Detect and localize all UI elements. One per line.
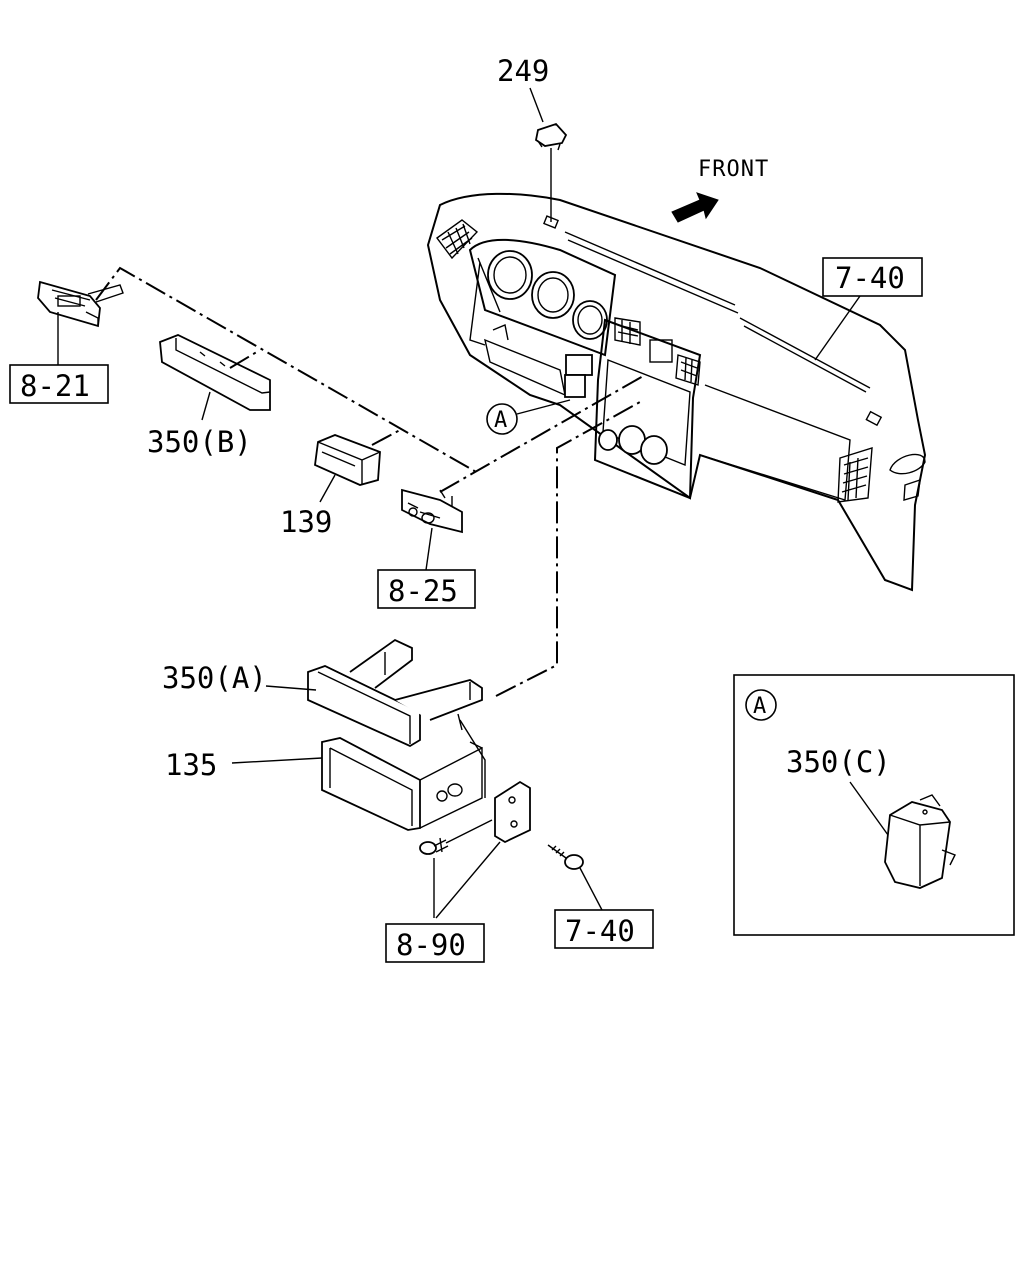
detail-ref-a-letter: A — [753, 694, 767, 719]
label-8-21: 8-21 — [20, 369, 90, 403]
part-350a-135-pocket-assembly — [307, 638, 531, 844]
detail-inset-a: A 350(C) — [733, 674, 1015, 936]
detail-inset-frame — [733, 674, 1015, 936]
label-350a: 350(A) — [162, 661, 267, 695]
label-135: 135 — [165, 748, 217, 782]
front-arrow-icon — [671, 192, 719, 223]
label-7-40-dashboard: 7-40 — [835, 261, 905, 295]
leader-dash-lines — [95, 266, 646, 697]
part-350c-cover — [884, 794, 956, 889]
label-249: 249 — [497, 54, 549, 88]
ref-a-letter: A — [494, 408, 508, 433]
label-139: 139 — [280, 505, 332, 539]
label-box-8-25 — [377, 569, 476, 609]
label-7-40-screw: 7-40 — [565, 914, 635, 948]
front-direction-label: FRONT — [698, 157, 769, 182]
label-box-7-40-screw — [554, 909, 654, 949]
ref-a-marker — [486, 403, 518, 435]
label-350c: 350(C) — [786, 745, 891, 779]
dashboard-illustration — [426, 192, 927, 592]
label-8-25: 8-25 — [388, 574, 458, 608]
part-249-cap — [534, 122, 568, 222]
label-box-8-21 — [9, 364, 109, 404]
detail-ref-a-marker — [745, 689, 777, 721]
part-7-40-tapping-screw — [547, 844, 584, 870]
part-8-90-screw — [419, 819, 493, 855]
label-box-7-40-dashboard — [822, 257, 923, 297]
label-350b: 350(B) — [147, 425, 252, 459]
part-350b-bezel — [159, 334, 271, 411]
label-box-8-90 — [385, 923, 485, 963]
part-139-pocket — [314, 434, 381, 486]
part-8-21-switch — [37, 280, 124, 328]
label-8-90: 8-90 — [396, 928, 466, 962]
part-8-25-switch — [401, 488, 463, 534]
